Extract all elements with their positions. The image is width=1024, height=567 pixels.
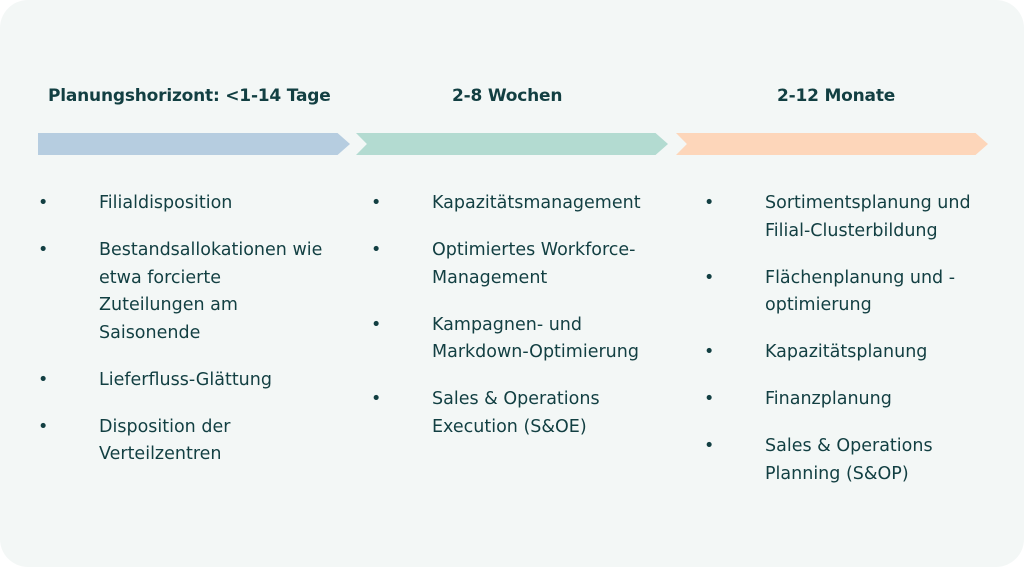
item-text: Sales & Operations Execution (S&OE) <box>432 389 600 437</box>
list-item: • Disposition der Verteilzentren <box>38 414 328 469</box>
item-text: Bestandsallokationen wie etwa forcierte … <box>99 240 323 343</box>
list-item: • Finanzplanung <box>704 386 1004 414</box>
item-text: Sortimentsplanung und Filial-Clusterbild… <box>765 193 971 241</box>
bullet-icon: • <box>704 389 715 409</box>
bullet-icon: • <box>371 193 382 213</box>
bullet-icon: • <box>704 267 715 288</box>
column-heading: 2-12 Monate <box>777 86 896 106</box>
bullet-icon: • <box>371 240 382 260</box>
bullet-icon: • <box>371 389 382 409</box>
item-text: Optimiertes Workforce-Management <box>432 240 636 288</box>
bullet-icon: • <box>704 193 715 213</box>
bullet-icon: • <box>38 240 49 260</box>
bullet-icon: • <box>371 314 382 335</box>
item-text: Kampagnen- und Markdown-Optimierung <box>432 314 639 363</box>
bullet-icon: • <box>704 342 715 362</box>
list-item: • Kapazitätsplanung <box>704 339 1004 367</box>
bullet-icon: • <box>38 369 49 390</box>
list-item: • Lieferfluss-Glättung <box>38 367 328 395</box>
item-text: Finanzplanung <box>765 389 892 409</box>
column-heading: Planungshorizont: <1-14 Tage <box>48 86 331 106</box>
timeline-arrow <box>676 133 988 155</box>
list-item: • Kampagnen- und Markdown-Optimierung <box>371 312 671 367</box>
item-list: • Sortimentsplanung und Filial-Clusterbil… <box>704 190 1004 508</box>
list-item: • Optimiertes Workforce-Management <box>371 237 671 292</box>
item-text: Disposition der Verteilzentren <box>99 416 231 465</box>
bullet-icon: • <box>38 416 49 437</box>
timeline-arrow <box>38 133 350 155</box>
bullet-icon: • <box>38 193 49 213</box>
list-item: • Bestandsallokationen wie etwa forcierte… <box>38 237 328 347</box>
item-text: Filialdisposition <box>99 193 233 213</box>
item-text: Lieferfluss-Glättung <box>99 369 272 390</box>
list-item: • Sales & Operations Execution (S&OE) <box>371 386 671 441</box>
list-item: • Sales & Operations Planning (S&OP) <box>704 433 1004 488</box>
item-list: • Filialdisposition • Bestandsallokationen … <box>38 190 328 488</box>
column-heading: 2-8 Wochen <box>452 86 563 106</box>
list-item: • Kapazitätsmanagement <box>371 190 671 218</box>
item-list: • Kapazitätsmanagement • Optimiertes Workfo… <box>371 190 671 461</box>
item-text: Sales & Operations Planning (S&OP) <box>765 436 933 484</box>
item-text: Kapazitätsplanung <box>765 342 928 362</box>
bullet-icon: • <box>704 436 715 456</box>
timeline-arrow <box>356 133 668 155</box>
list-item: • Flächenplanung und -optimierung <box>704 265 1004 320</box>
item-text: Kapazitätsmanagement <box>432 193 641 213</box>
list-item: • Sortimentsplanung und Filial-Clusterbil… <box>704 190 1004 245</box>
list-item: • Filialdisposition <box>38 190 328 218</box>
item-text: Flächenplanung und -optimierung <box>765 267 956 316</box>
